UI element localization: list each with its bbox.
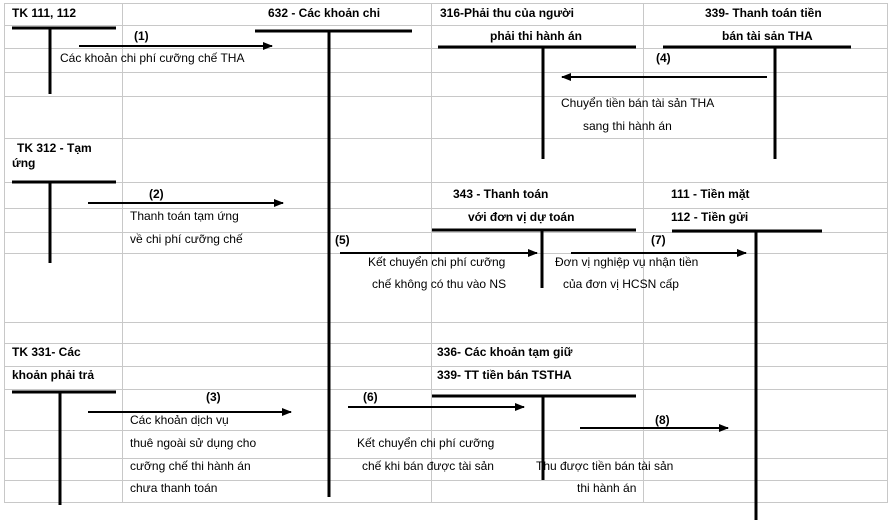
entry-8-text-line1: Thu được tiền bán tài sản (536, 459, 674, 473)
entry-4-text-line1: Chuyển tiền bán tài sản THA (561, 96, 715, 110)
entry-number-8: (8) (655, 413, 670, 427)
entry-6-text-line2: chế khi bán được tài sản (362, 459, 494, 473)
entry-3-text-line1: Các khoản dịch vụ (130, 413, 229, 427)
entry-3-text-line2: thuê ngoài sử dụng cho (130, 436, 257, 450)
account-312-title-line1: TK 312 - Tạm (17, 141, 92, 155)
entry-number-4: (4) (656, 51, 671, 65)
entry-3-text-line4: chưa thanh toán (130, 481, 218, 495)
entry-number-1: (1) (134, 29, 149, 43)
account-111b-title-line1: 111 - Tiền mặt (671, 187, 750, 201)
entry-2-text-line1: Thanh toán tạm ứng (130, 209, 239, 223)
entry-7-text-line1: Đơn vị nghiệp vụ nhận tiền (555, 255, 699, 269)
entry-number-5: (5) (335, 233, 350, 247)
account-111-title: TK 111, 112 (12, 6, 77, 20)
entry-5-text-line2: chế không có thu vào NS (372, 277, 507, 291)
account-331-title-line1: TK 331- Các (12, 345, 81, 359)
entry-1-text: Các khoản chi phí cưỡng chế THA (60, 51, 245, 65)
account-331-title-line2: khoản phải trả (12, 368, 95, 382)
arrows (79, 42, 767, 432)
entry-4-text-line2: sang thi hành án (583, 119, 672, 133)
account-316-title-line2: phải thi hành án (490, 29, 582, 43)
account-111b-title-line2: 112 - Tiền gửi (671, 210, 749, 224)
account-336-title-line1: 336- Các khoản tạm giữ (437, 345, 573, 359)
account-316-title-line1: 316-Phải thu của người (440, 6, 574, 20)
entry-7-text-line2: của đơn vị HCSN cấp (563, 277, 679, 291)
account-339-title-line2: bán tài sản THA (722, 29, 813, 43)
account-343-title-line2: với đơn vị dự toán (468, 210, 575, 224)
background-grid (4, 3, 888, 503)
entry-number-6: (6) (363, 390, 378, 404)
entry-6-text-line1: Kết chuyển chi phí cưỡng (357, 436, 495, 450)
account-312-title-line2: ứng (12, 156, 36, 170)
entry-8-text-line2: thi hành án (577, 481, 637, 495)
entry-3-text-line3: cưỡng chế thi hành án (130, 459, 251, 473)
entry-number-3: (3) (206, 390, 221, 404)
account-339-title-line1: 339- Thanh toán tiền (705, 6, 822, 20)
entry-number-2: (2) (149, 187, 164, 201)
t-accounts (12, 26, 851, 520)
account-336-title-line2: 339- TT tiền bán TSTHA (437, 368, 572, 382)
account-632-title: 632 - Các khoản chi (268, 6, 381, 20)
entry-2-text-line2: về chi phí cưỡng chế (130, 232, 243, 246)
account-343-title-line1: 343 - Thanh toán (453, 187, 549, 201)
entry-number-7: (7) (651, 233, 666, 247)
entry-5-text-line1: Kết chuyển chi phí cưỡng (368, 255, 506, 269)
